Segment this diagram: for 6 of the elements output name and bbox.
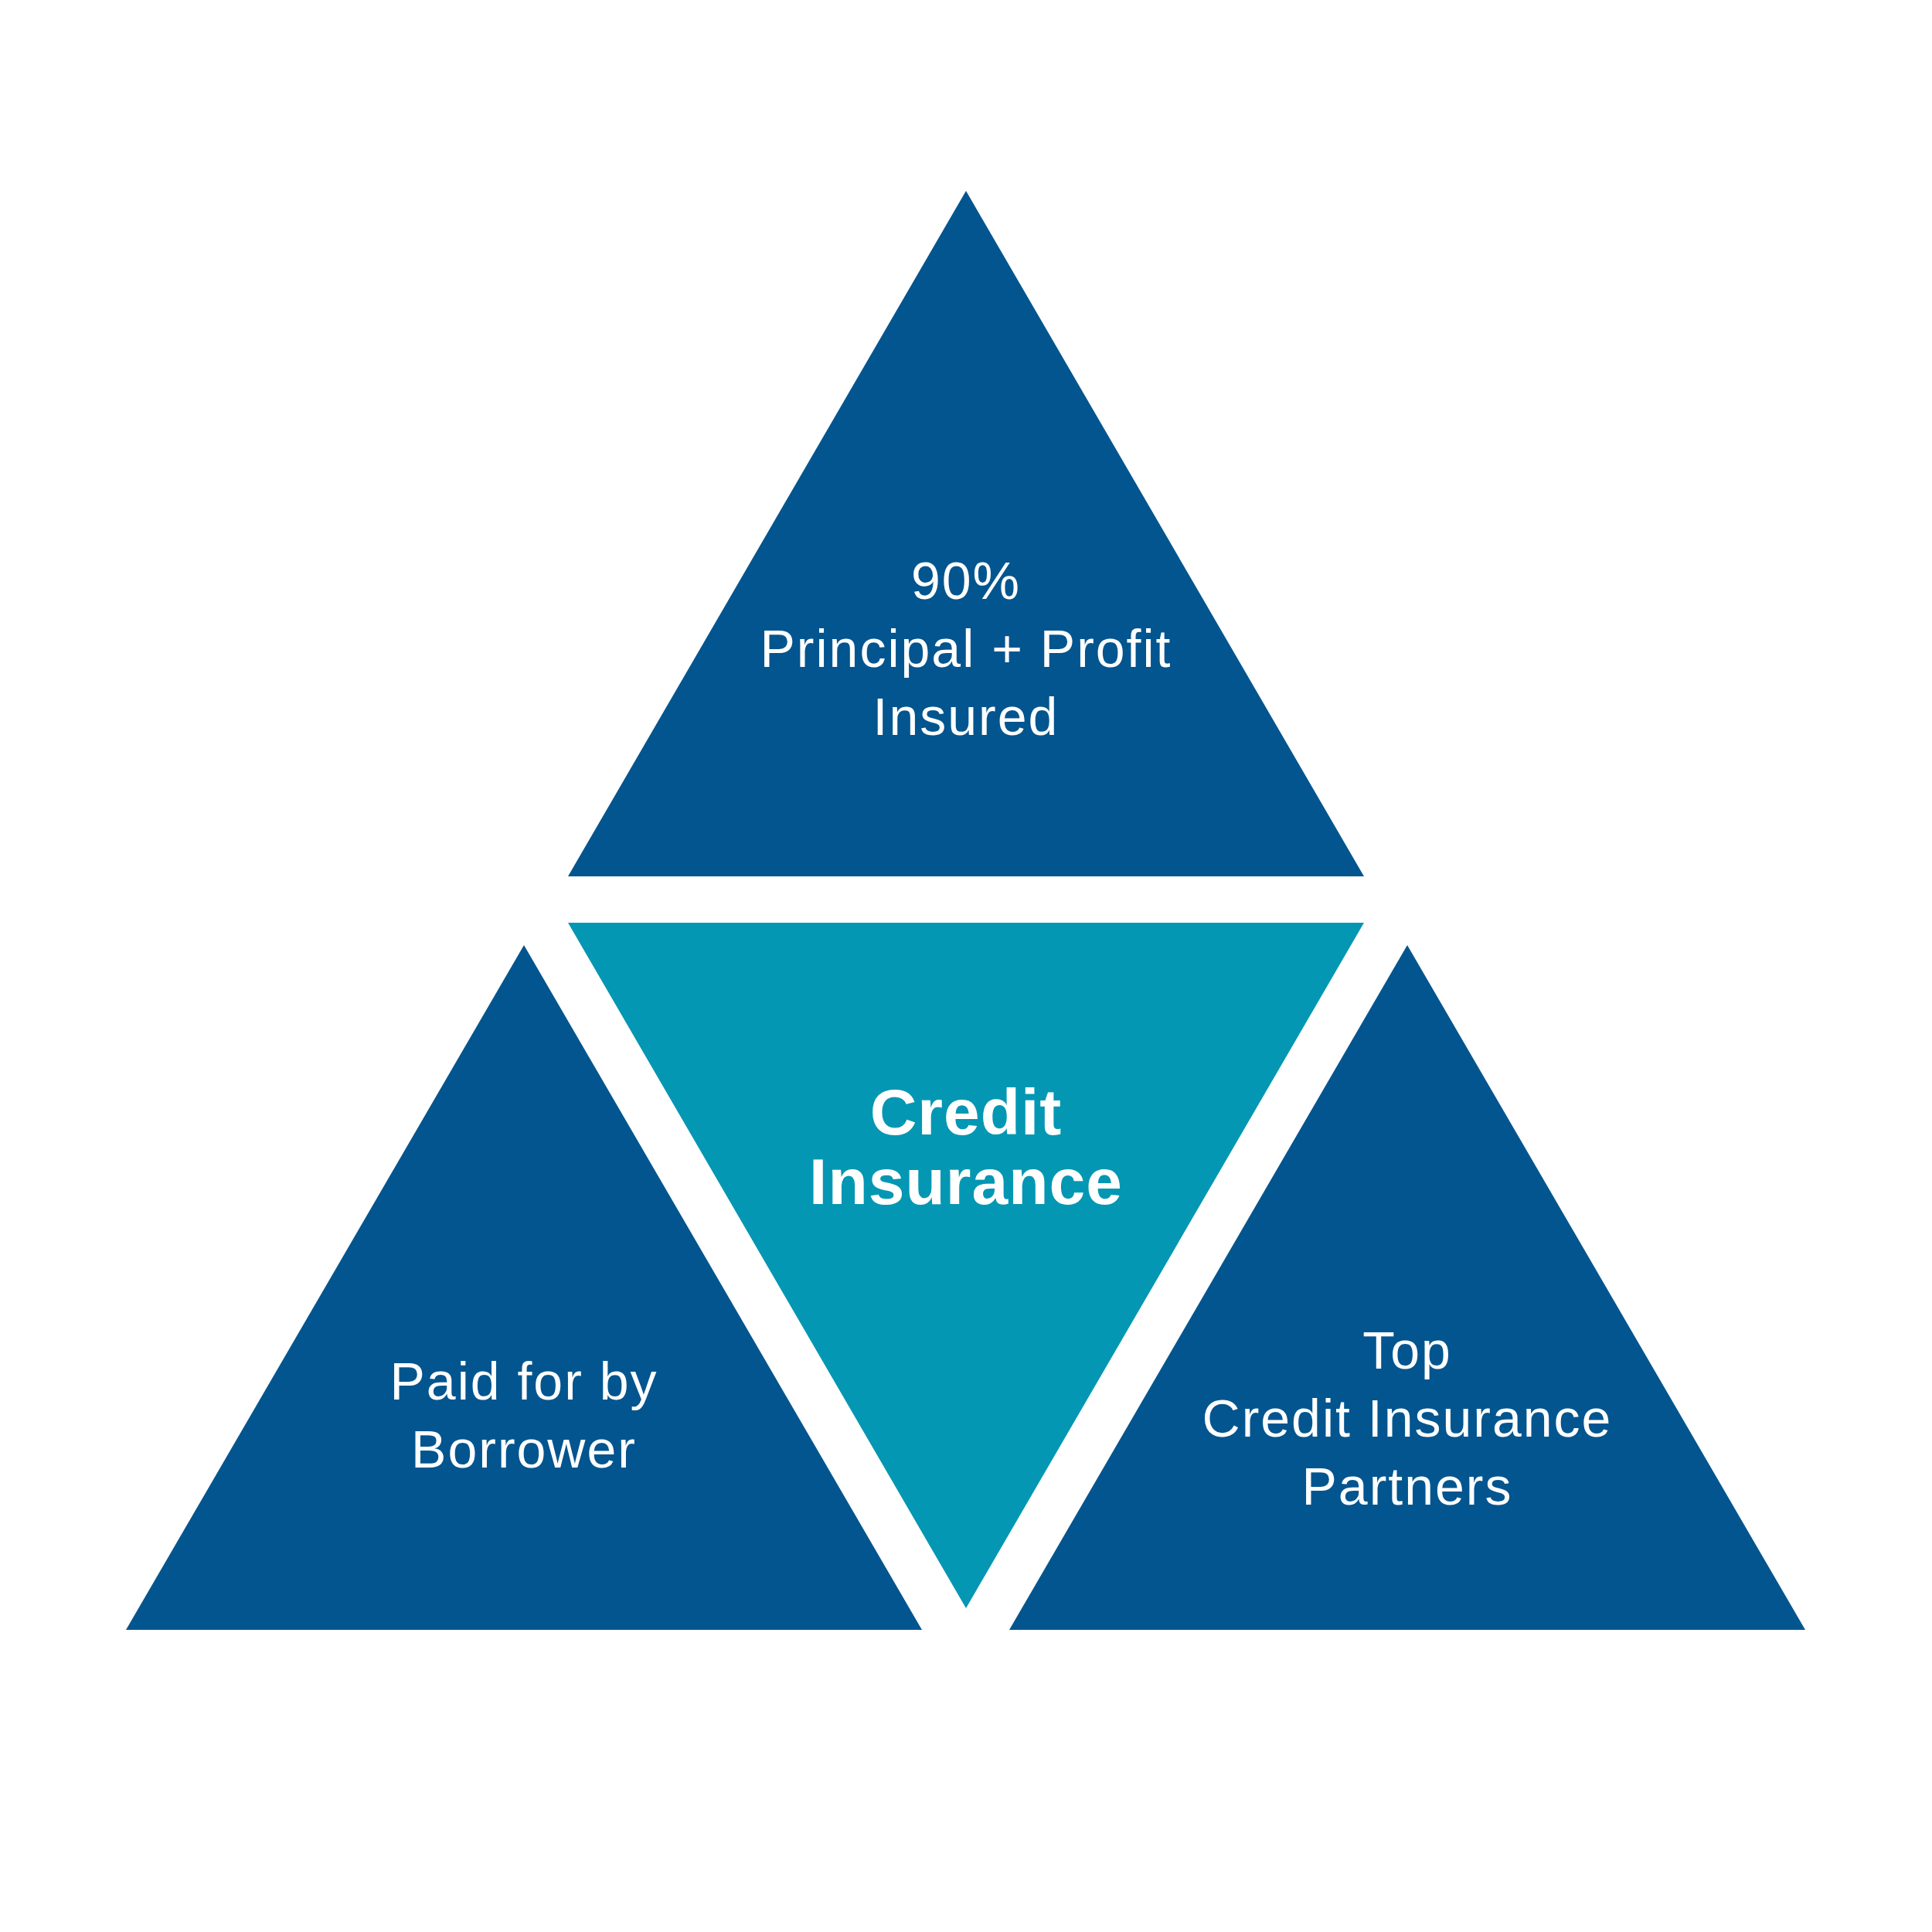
triangle-text: Credit Insurance Partners	[1201, 1388, 1614, 1517]
triangle-text: Top	[1362, 1320, 1452, 1381]
triangle-text: 90%	[910, 550, 1022, 611]
center-heading: Credit Insurance	[808, 1077, 1124, 1216]
triangle-text: Paid for by Borrower	[389, 1351, 659, 1480]
triangle-text: Principal + Profit Insured	[759, 618, 1173, 747]
